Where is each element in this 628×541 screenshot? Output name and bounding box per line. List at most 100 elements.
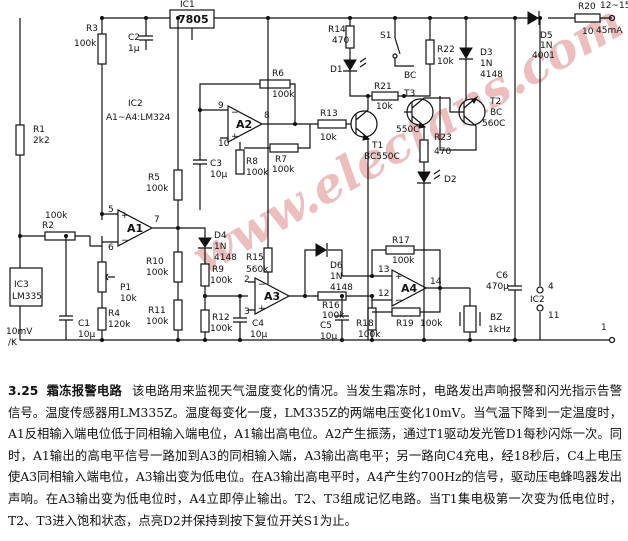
svg-text:R4: R4 (108, 309, 120, 319)
resistor-r3: R3 100k (74, 24, 107, 220)
svg-text:D5: D5 (540, 31, 553, 41)
svg-text:A3: A3 (264, 290, 280, 303)
svg-text:R20: R20 (578, 2, 596, 12)
svg-text:R18: R18 (356, 319, 374, 329)
svg-text:A4: A4 (401, 282, 418, 295)
svg-text:A1: A1 (127, 222, 143, 235)
svg-text:−: − (121, 236, 129, 246)
svg-text:10μ: 10μ (210, 170, 227, 180)
svg-text:R2: R2 (42, 221, 54, 231)
reset-switch-s1[interactable]: S1 (380, 18, 414, 67)
svg-text:120k: 120k (108, 320, 131, 330)
temperature-sensor-ic3: IC3 LM335 10mV /K (6, 267, 43, 348)
svg-text:T2: T2 (489, 97, 501, 107)
svg-text:C1: C1 (78, 319, 90, 329)
resistor-r20: R20 10 (574, 2, 601, 37)
capacitor-c1: C1 10μ (59, 236, 95, 340)
supply-voltage: 12~15V (600, 1, 628, 11)
svg-text:3: 3 (244, 307, 250, 317)
svg-text:R11: R11 (148, 306, 166, 316)
svg-text:7: 7 (154, 215, 160, 225)
svg-text:4148: 4148 (330, 283, 353, 293)
svg-text:+: + (121, 211, 129, 221)
opamp-a3: − + A3 2 3 (244, 275, 305, 317)
junctions (18, 16, 542, 342)
svg-text:IC1: IC1 (180, 0, 195, 10)
svg-text:100k: 100k (146, 317, 169, 327)
svg-text:10k: 10k (320, 133, 337, 143)
svg-text:R13: R13 (320, 109, 338, 119)
power-rails: 12~15V 45mA 1 (19, 1, 628, 344)
svg-text:T1: T1 (371, 141, 383, 151)
resistor-r11: R11 100k (146, 299, 183, 340)
svg-text:IC3: IC3 (14, 280, 29, 290)
svg-text:550C: 550C (396, 125, 419, 135)
svg-text:C3: C3 (210, 159, 222, 169)
figure-number: 3.25 (8, 384, 39, 398)
resistor-r21: R21 10k (368, 82, 404, 112)
resistor-r12: R12 100k (200, 296, 233, 340)
svg-text:2k2: 2k2 (33, 136, 50, 146)
svg-text:R8: R8 (246, 157, 258, 167)
svg-text:10μ: 10μ (320, 332, 337, 342)
svg-text:C6: C6 (496, 271, 508, 281)
svg-text:R5: R5 (148, 173, 160, 183)
figure-title: 霜冻报警电路 (46, 383, 123, 398)
svg-text:4001: 4001 (532, 51, 555, 61)
svg-text:100k: 100k (246, 168, 269, 178)
svg-text:D3: D3 (480, 48, 493, 58)
svg-text:100k: 100k (45, 211, 68, 221)
svg-text:10k: 10k (437, 57, 454, 67)
svg-text:1N: 1N (330, 272, 342, 282)
svg-text:100k: 100k (272, 165, 295, 175)
svg-text:+: + (231, 132, 239, 142)
ic2-desc: A1~A4:LM324 (106, 113, 171, 123)
resistor-r13: R13 10k (317, 109, 354, 143)
svg-text:R9: R9 (212, 265, 224, 275)
diode-d6: D6 1N 4148 (304, 243, 353, 296)
svg-text:560k: 560k (246, 265, 269, 275)
svg-text:10μ: 10μ (78, 330, 95, 340)
transistor-t2: T2 BC 560C (424, 95, 505, 151)
svg-text:100k: 100k (322, 311, 345, 321)
svg-text:R17: R17 (392, 236, 410, 246)
svg-text:6: 6 (108, 243, 114, 253)
led-d2: D2 (417, 169, 457, 340)
svg-text:BZ: BZ (490, 313, 502, 323)
svg-text:D6: D6 (330, 261, 343, 271)
svg-text:100k: 100k (420, 319, 443, 329)
svg-text:R15: R15 (246, 253, 264, 263)
svg-text:4148: 4148 (480, 70, 503, 80)
buzzer-bz: BZ 1kHz (459, 288, 511, 340)
svg-text:7805: 7805 (178, 13, 209, 26)
svg-text:9: 9 (218, 101, 224, 111)
svg-text:R1: R1 (33, 125, 45, 135)
svg-text:470: 470 (332, 36, 349, 46)
svg-text:1N: 1N (214, 242, 226, 252)
diode-d3: D3 1N 4148 (459, 18, 503, 102)
svg-text:/K: /K (8, 338, 18, 348)
resistor-r5: R5 100k (146, 18, 183, 228)
svg-text:560C: 560C (482, 119, 505, 129)
resistor-r7: R7 100k (244, 124, 311, 175)
opamp-a1: + − A1 5 6 7 (102, 205, 178, 253)
svg-text:A2: A2 (236, 118, 252, 131)
svg-text:1N: 1N (480, 59, 492, 69)
svg-text:10: 10 (218, 139, 230, 149)
svg-text:−: − (395, 296, 403, 306)
potentiometer-p1: P1 10k R4 120k (89, 236, 137, 340)
svg-text:−: − (258, 280, 266, 290)
svg-text:2: 2 (244, 275, 250, 285)
svg-text:4: 4 (548, 282, 554, 292)
capacitor-c2: C2 1μ (128, 18, 153, 54)
svg-text:8: 8 (264, 111, 270, 121)
capacitor-c5: C5 10μ (320, 250, 372, 342)
svg-text:BC: BC (490, 108, 502, 118)
svg-text:5: 5 (108, 205, 114, 215)
resistor-r8: R8 100k (235, 142, 269, 178)
svg-text:100k: 100k (358, 330, 381, 340)
capacitor-c4: C4 10μ (233, 296, 267, 340)
svg-text:R21: R21 (374, 82, 392, 92)
resistor-r15: R15 560k (246, 18, 273, 284)
